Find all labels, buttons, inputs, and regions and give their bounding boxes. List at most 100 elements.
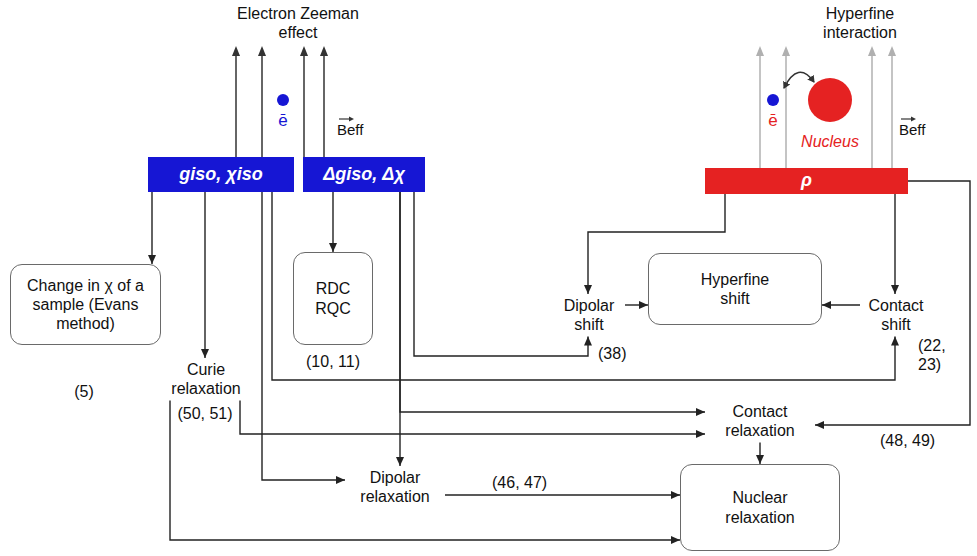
connector-line [414, 192, 588, 356]
nucleus-circle [808, 78, 852, 122]
arrow-head [756, 46, 764, 56]
node-text: Change in χ of a sample (Evans method) [17, 276, 154, 334]
node-text: Δgiso, Δχ [306, 164, 422, 186]
field-line [759, 54, 761, 168]
effect-label: Dipolar relaxation [345, 466, 445, 508]
connector [756, 442, 764, 464]
field-lines [236, 54, 324, 157]
arrow-head [584, 285, 592, 294]
connector [148, 192, 156, 264]
arrow-head [258, 46, 266, 56]
connector [891, 194, 899, 294]
connector-line [151, 192, 152, 264]
connector [329, 192, 337, 252]
field-line [303, 54, 305, 157]
arrow-head [815, 421, 824, 429]
effect-label: Curie relaxation [160, 358, 252, 400]
arrow-head [868, 46, 876, 56]
reference-number: (22, 23) [918, 336, 964, 374]
node-text: ρ [707, 170, 906, 192]
arrow-head [756, 455, 764, 464]
reference-number: (50, 51) [172, 404, 238, 423]
electron-symbol: ē [275, 111, 291, 131]
reference-number: (48, 49) [880, 431, 935, 450]
connector [445, 491, 680, 499]
field-line [785, 54, 787, 168]
connector [272, 192, 899, 380]
connector-line [894, 194, 895, 294]
connector [201, 192, 209, 358]
arrow-head [891, 336, 899, 345]
field-line [235, 54, 237, 157]
electron-symbol: ē [765, 111, 781, 131]
arrow-head [148, 255, 156, 264]
vector-arrow [339, 118, 350, 119]
connector [170, 400, 680, 544]
arrow-head [300, 46, 308, 56]
connector [625, 301, 648, 309]
arrow-head [822, 301, 831, 309]
arrow-head [888, 46, 896, 56]
arrow-head [232, 46, 240, 56]
arrow-head [639, 301, 648, 309]
field-heads-grey [756, 46, 896, 56]
connector [240, 400, 705, 438]
spin-density-box: ρ [705, 168, 908, 194]
electron-dot [277, 94, 289, 106]
node-text: Hyperfine shift [690, 270, 780, 308]
node-text: RDC RQC [307, 279, 359, 317]
node-text: Curie relaxation [162, 360, 250, 398]
node-text: Nuclear relaxation [715, 488, 805, 526]
effect-label: Dipolar shift [553, 294, 625, 336]
connector-line [815, 181, 970, 425]
reference-number: (46, 47) [492, 473, 547, 492]
arrow-head [891, 285, 899, 294]
node-text: giso, χiso [151, 164, 291, 186]
arrow-head [696, 408, 705, 416]
nucleus-label: Nucleus [795, 132, 865, 151]
node-text: Contact shift [862, 296, 930, 334]
connector-line [240, 400, 705, 434]
connector [815, 181, 970, 429]
parameter-box: Δgiso, Δχ [303, 157, 425, 192]
arrow-head [671, 536, 680, 544]
node-text: Dipolar relaxation [349, 468, 441, 506]
connector-line [170, 400, 680, 540]
connector-line [445, 494, 680, 495]
arrow-head [782, 46, 790, 56]
process-box: Change in χ of a sample (Evans method) [10, 264, 161, 345]
field-symbol: Beff [337, 121, 363, 139]
effect-label: Contact relaxation [705, 400, 815, 442]
field-line [261, 54, 263, 157]
field-line [323, 54, 325, 157]
arrow-head [671, 491, 680, 499]
process-box: Nuclear relaxation [680, 464, 840, 551]
arrow-head [329, 243, 337, 252]
process-box: Hyperfine shift [648, 253, 822, 325]
field-lines-grey [760, 54, 892, 168]
interaction-arrow [784, 72, 814, 88]
effect-label: Contact shift [860, 294, 932, 336]
arrow-head [320, 46, 328, 56]
header-label: Hyperfine interaction [800, 4, 920, 42]
field-line [891, 54, 893, 168]
node-text: Dipolar shift [555, 296, 623, 334]
reference-number: (10, 11) [298, 352, 368, 371]
process-box: RDC RQC [293, 252, 373, 345]
parameter-box: giso, χiso [148, 157, 294, 192]
reference-number: (5) [64, 382, 104, 401]
arrow-head [349, 117, 354, 122]
connector-line [204, 192, 205, 358]
vector-arrow [901, 118, 912, 119]
arrow-head [584, 336, 592, 345]
arrow-head [696, 430, 705, 438]
electron-dot [767, 94, 779, 106]
connector [414, 192, 592, 356]
arrow-head [396, 457, 404, 466]
field-heads [232, 46, 328, 56]
connector-line [272, 192, 895, 380]
node-text: Contact relaxation [714, 402, 806, 440]
field-symbol: Beff [899, 121, 925, 139]
arrow-head [201, 349, 209, 358]
